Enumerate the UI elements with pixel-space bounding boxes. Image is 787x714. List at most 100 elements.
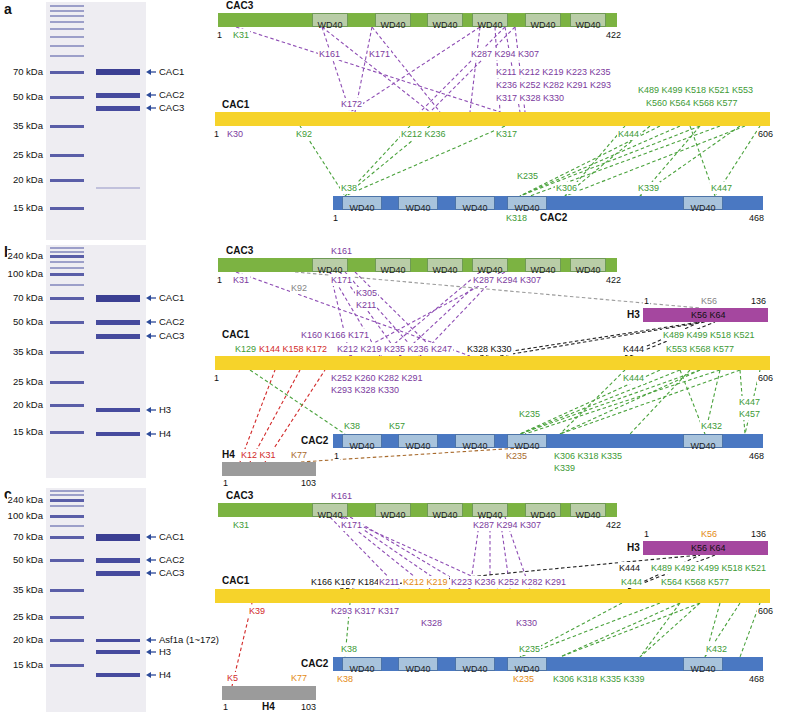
residue-label: K306 K318 K335 K339 xyxy=(552,673,646,685)
residue-label: K12 K31 xyxy=(240,449,277,461)
protein-name: CAC1 xyxy=(222,575,249,587)
band-name: Asf1a (1~172) xyxy=(158,634,220,646)
domain-name: WD40 xyxy=(405,202,430,214)
marker-size: 100 kDa xyxy=(7,268,44,280)
domain-name: WD40 xyxy=(432,264,457,276)
ladder-band xyxy=(50,515,84,518)
ladder-band xyxy=(50,96,84,99)
wd40-domain: WD40 xyxy=(525,13,561,27)
residue-label: K77 xyxy=(290,449,308,461)
wd40-domain: WD40 xyxy=(570,13,606,27)
residue-label: K339 xyxy=(637,182,660,194)
protein-bar: CAC1 xyxy=(215,112,770,126)
residue-label: K38 xyxy=(340,182,358,194)
gel-background xyxy=(46,488,146,712)
ladder-band xyxy=(50,5,84,7)
arrow-head xyxy=(146,105,151,111)
residue-label: K457 xyxy=(738,408,761,420)
residue-label: K306 xyxy=(555,182,578,194)
ladder-band xyxy=(50,267,84,269)
band-name: CAC1 xyxy=(158,531,185,543)
protein-name: CAC2 xyxy=(540,212,567,224)
wd40-domain: WD40 xyxy=(455,434,495,448)
residue-label: K306 K318 K335 xyxy=(553,450,623,462)
domain-name: WD40 xyxy=(349,440,374,452)
ladder-band xyxy=(50,273,84,276)
crosslink-line xyxy=(340,555,700,589)
residue-label: K172 xyxy=(340,98,363,110)
residue-label: K330 xyxy=(515,617,538,629)
marker-size: 100 kDa xyxy=(7,510,44,522)
residue-label: 606 xyxy=(757,128,774,140)
band-arrows xyxy=(146,69,156,678)
wd40-domain: WD40 xyxy=(570,258,606,272)
residue-label: K212 K219 K235 K236 K247 xyxy=(336,343,453,355)
protein-name: CAC2 xyxy=(301,435,328,447)
band-name: CAC3 xyxy=(158,102,185,114)
residue-label: 1 xyxy=(213,128,220,140)
wd40-domain: WD40 xyxy=(507,434,547,448)
band-name: CAC1 xyxy=(158,292,185,304)
domain-name: WD40 xyxy=(462,440,487,452)
residue-label: 468 xyxy=(748,212,765,224)
wd40-domain: WD40 xyxy=(507,196,547,210)
crosslink-line xyxy=(560,370,700,434)
residue-label: K444 xyxy=(617,128,640,140)
ladder-band xyxy=(50,559,84,562)
sample-band xyxy=(96,334,140,339)
marker-size: 25 kDa xyxy=(12,376,44,388)
domain-name: WD40 xyxy=(575,19,600,31)
residue-label: K318 xyxy=(505,212,528,224)
ladder-band xyxy=(50,639,84,642)
residue-label: K5 xyxy=(226,672,239,684)
residue-label: K444 xyxy=(622,372,645,384)
crosslink-line xyxy=(372,27,440,112)
wd40-domain: WD40 xyxy=(398,657,438,671)
crosslink-line xyxy=(420,27,505,112)
crosslink-line xyxy=(236,27,500,112)
ladder-band xyxy=(50,21,84,23)
band-name: H4 xyxy=(158,428,172,440)
residue-label: K305 xyxy=(355,287,378,299)
domain-name: WD40 xyxy=(690,440,715,452)
wd40-domain: WD40 xyxy=(427,13,463,27)
domain-name: WD40 xyxy=(349,202,374,214)
gel-a xyxy=(46,2,146,240)
protein-name: H3 xyxy=(627,309,640,321)
sample-band xyxy=(96,93,140,98)
wd40-domain: WD40 xyxy=(525,258,561,272)
residue-label: K293 K317 K317 xyxy=(330,605,400,617)
marker-size: 20 kDa xyxy=(12,399,44,411)
marker-size: 25 kDa xyxy=(12,611,44,623)
residue-label: K235 xyxy=(518,408,541,420)
crosslink-line xyxy=(525,370,720,434)
wd40-domain: WD40 xyxy=(312,13,348,27)
protein-name: CAC3 xyxy=(226,0,253,12)
arrow-head xyxy=(146,92,151,98)
gel-background xyxy=(46,2,146,240)
marker-size: 15 kDa xyxy=(12,659,44,671)
ladder-band xyxy=(50,15,84,17)
band-name: CAC2 xyxy=(158,316,185,328)
domain-name: WD40 xyxy=(432,19,457,31)
domain-name: WD40 xyxy=(380,509,405,521)
domain-name: WD40 xyxy=(477,19,502,31)
crosslink-line xyxy=(350,27,480,112)
wd40-domain: WD40 xyxy=(455,196,495,210)
band-name: H3 xyxy=(158,404,172,416)
sample-band xyxy=(96,571,140,576)
sample-band xyxy=(96,432,140,436)
residue-label: 103 xyxy=(300,701,317,713)
domain-name: WD40 xyxy=(380,264,405,276)
protein-bar: H4 xyxy=(222,686,316,700)
protein-name: CAC3 xyxy=(226,245,253,257)
residue-label: K171 xyxy=(368,48,391,60)
arrow-head xyxy=(146,69,151,75)
residue-label: K211 xyxy=(378,576,400,588)
sample-band xyxy=(96,295,140,302)
marker-size: 240 kDa xyxy=(7,250,44,262)
wd40-domain: WD40 xyxy=(312,503,348,517)
residue-label: K31 xyxy=(232,519,250,531)
